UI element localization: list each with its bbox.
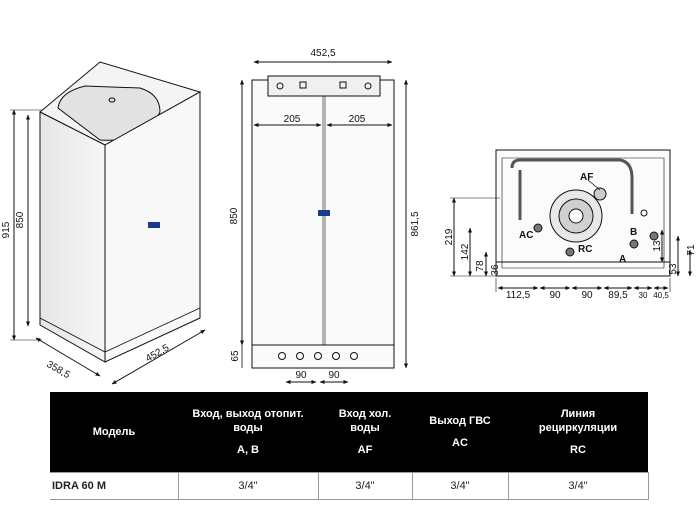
- front-dim-90-right: 90: [328, 370, 340, 381]
- technical-drawing: 915 850 358,5 452,5 452,5 205 205 850 86…: [1, 48, 696, 385]
- header-cold: Вход хол.воды AF: [318, 392, 412, 473]
- header-heating: Вход, выход отопит.воды A, B: [178, 392, 318, 473]
- table-header-row: Модель Вход, выход отопит.воды A, B Вход…: [50, 392, 648, 473]
- front-dim-205-right: 205: [349, 114, 366, 125]
- bottom-view: [450, 149, 692, 292]
- front-dim-452-5: 452,5: [310, 48, 335, 59]
- isometric-view: [10, 61, 206, 385]
- bottom-dim-89-5: 89,5: [608, 290, 628, 301]
- label-rc: RC: [578, 244, 592, 255]
- cell-model: IDRA 60 M: [50, 472, 179, 500]
- bottom-dim-142: 142: [460, 243, 471, 260]
- bottom-dim-13: 13: [652, 240, 663, 252]
- iso-dim-452-5: 452,5: [144, 342, 172, 364]
- bottom-dim-112-5: 112,5: [506, 290, 531, 301]
- front-dim-65: 65: [230, 350, 241, 362]
- header-model: Модель: [50, 392, 178, 473]
- bottom-dim-90-b: 90: [581, 290, 593, 301]
- label-a: A: [619, 254, 626, 265]
- iso-dim-915: 915: [1, 221, 12, 238]
- bottom-dim-71: 71: [686, 244, 696, 256]
- front-dim-90-left: 90: [295, 370, 307, 381]
- bottom-dim-36: 36: [490, 264, 501, 276]
- cell-dhw: 3/4": [411, 472, 509, 500]
- iso-dim-850: 850: [15, 211, 26, 228]
- label-ac: AC: [519, 230, 533, 241]
- bottom-dim-53: 53: [668, 263, 679, 275]
- cell-heating: 3/4": [177, 472, 319, 500]
- cell-recirc: 3/4": [507, 472, 649, 500]
- label-b: B: [630, 227, 637, 238]
- cell-cold: 3/4": [317, 472, 413, 500]
- bottom-dim-30: 30: [639, 291, 648, 300]
- front-view: [240, 60, 408, 384]
- bottom-dim-40-5: 40,5: [653, 291, 669, 300]
- table-row: IDRA 60 M 3/4" 3/4" 3/4" 3/4": [50, 472, 649, 500]
- bottom-dim-90-a: 90: [549, 290, 561, 301]
- bottom-dim-219: 219: [444, 228, 455, 245]
- header-dhw: Выход ГВС AC: [412, 392, 508, 473]
- front-dim-205-left: 205: [284, 114, 301, 125]
- bottom-dim-78: 78: [475, 260, 486, 272]
- front-dim-861-5: 861,5: [410, 211, 421, 236]
- label-af: AF: [580, 172, 593, 183]
- connections-table: Модель Вход, выход отопит.воды A, B Вход…: [50, 392, 649, 500]
- front-dim-850: 850: [229, 207, 240, 224]
- iso-dim-358-5: 358,5: [45, 359, 73, 381]
